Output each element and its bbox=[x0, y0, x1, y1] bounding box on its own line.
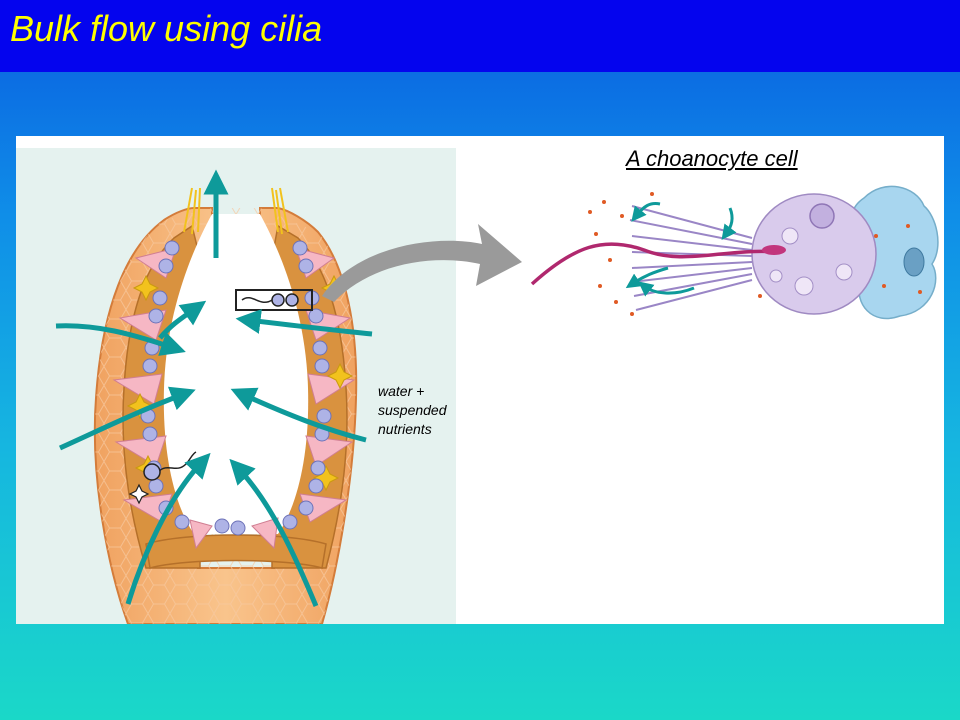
water-flow-arrows bbox=[55, 169, 373, 607]
slide-title: Bulk flow using cilia bbox=[10, 8, 323, 49]
magnified-region-box bbox=[235, 289, 313, 311]
inflow-arrow-left-lower bbox=[125, 452, 211, 605]
choanocyte-body bbox=[751, 193, 877, 315]
sponge-cross-section bbox=[16, 148, 456, 624]
choanocyte-cell-illustration bbox=[530, 185, 939, 320]
water-label-line-1: water + bbox=[378, 383, 425, 399]
inflow-arrow-right-middle bbox=[230, 387, 367, 443]
figure-panel: A choanocyte cell water + suspended nutr… bbox=[16, 136, 944, 624]
neighbor-cell-nucleus bbox=[903, 247, 925, 277]
water-label-line-2: suspended bbox=[378, 402, 447, 418]
food-vacuoles bbox=[769, 227, 853, 296]
water-nutrients-label: water + suspended nutrients bbox=[378, 382, 447, 439]
food-particles bbox=[588, 192, 922, 316]
choanocyte-lining bbox=[140, 240, 332, 536]
inflow-arrow-right-upper bbox=[235, 309, 373, 337]
choanocyte-nucleus bbox=[809, 203, 835, 229]
current-arrows bbox=[625, 202, 737, 297]
title-bar: Bulk flow using cilia bbox=[0, 0, 960, 72]
choanocyte-label: A choanocyte cell bbox=[626, 146, 798, 171]
flagellum-base bbox=[762, 245, 786, 255]
water-label-line-3: nutrients bbox=[378, 421, 432, 437]
osculum-spicules bbox=[183, 187, 289, 235]
inflow-arrow-left-upper bbox=[55, 323, 186, 356]
connector-arrow bbox=[322, 224, 522, 302]
magnification-connector bbox=[322, 224, 522, 302]
inflow-arrow-inner-left bbox=[158, 300, 207, 340]
flagellum bbox=[530, 242, 779, 286]
inflow-arrow-left-middle bbox=[58, 386, 196, 451]
inflow-arrow-right-lower bbox=[229, 458, 319, 607]
